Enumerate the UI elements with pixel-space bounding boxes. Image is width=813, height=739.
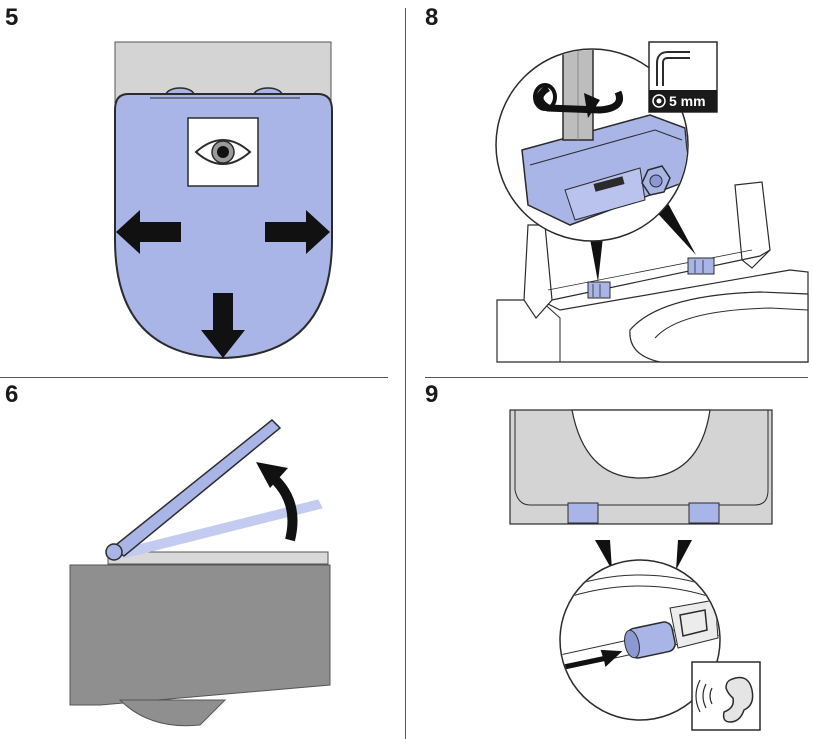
seat-opening xyxy=(571,409,711,479)
pointer-right xyxy=(676,540,692,570)
arrow-left-icon xyxy=(116,210,181,254)
horizontal-divider-left xyxy=(0,377,388,378)
hinge-left xyxy=(587,281,611,299)
step-number-9: 9 xyxy=(425,381,439,408)
step-number-6: 6 xyxy=(5,381,19,408)
arrow-right-icon xyxy=(265,210,330,254)
eye-icon xyxy=(194,139,252,165)
seat-edge xyxy=(551,249,771,301)
tool-size-label: 5 mm xyxy=(669,93,706,109)
pointer-left xyxy=(595,540,612,570)
ear-icon xyxy=(695,676,754,723)
arrow-down-icon xyxy=(201,293,245,358)
push-arrow-icon xyxy=(564,649,623,670)
hinge-pin-left xyxy=(567,502,599,524)
horizontal-divider-right xyxy=(425,377,808,378)
hinge-detail xyxy=(521,114,687,226)
hinge-socket xyxy=(669,599,719,649)
vertical-divider xyxy=(405,8,406,739)
rotate-arrow-icon xyxy=(536,85,623,114)
hinge-pin-right xyxy=(688,502,720,524)
hinge-knob xyxy=(105,543,123,561)
seat-lid xyxy=(114,93,333,360)
hinge-right xyxy=(687,257,715,275)
toilet-bowl xyxy=(69,564,331,706)
step-number-8: 8 xyxy=(425,4,439,31)
step-number-5: 5 xyxy=(5,4,19,31)
